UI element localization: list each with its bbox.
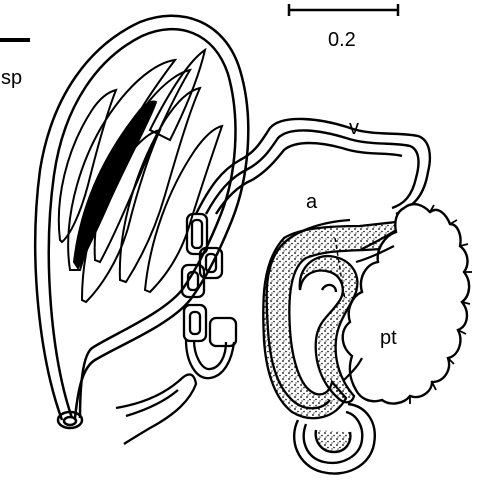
sclerotized-rod bbox=[74, 101, 156, 268]
label-pt: pt bbox=[380, 328, 397, 348]
scale-bar bbox=[289, 4, 398, 16]
label-a: a bbox=[306, 192, 317, 212]
scale-bar-label: 0.2 bbox=[328, 30, 356, 50]
coiled-duct bbox=[116, 214, 236, 444]
label-v: v bbox=[349, 118, 359, 138]
label-sp: sp bbox=[1, 68, 22, 88]
